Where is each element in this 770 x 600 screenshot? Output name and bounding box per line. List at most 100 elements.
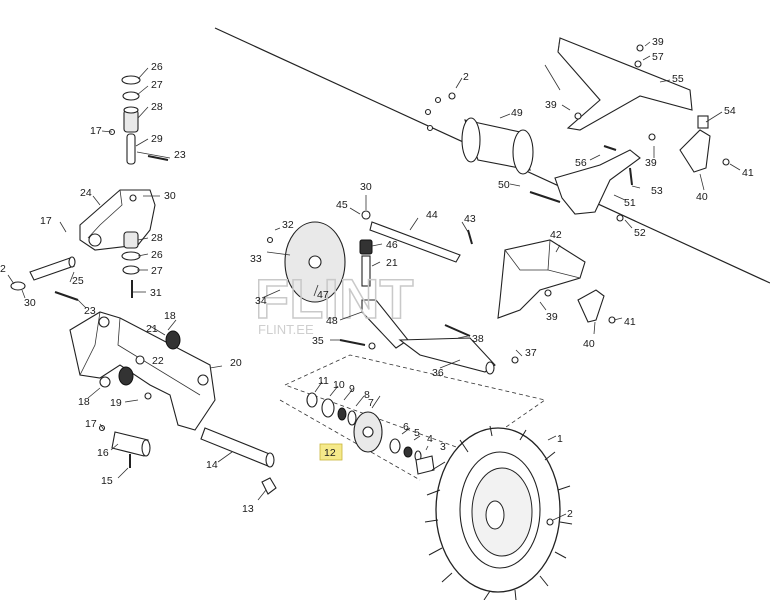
frame-55 [557,37,693,131]
bolt-38 [444,324,471,337]
callout-19: 19 [110,397,122,409]
bearing-6 [389,438,401,454]
pin-43 [467,229,473,245]
nut-35 [368,342,376,350]
callout-labels: 1 2 2 2 3 4 5 6 7 8 9 10 11 12 13 14 15 … [0,36,754,520]
nut-39-center [544,289,552,297]
callout-18-lower: 18 [78,396,90,408]
hub-7-bore [362,426,374,438]
rim-hub [485,500,505,530]
callout-1: 1 [557,433,563,445]
callout-42: 42 [550,229,562,241]
bearing-10 [321,398,335,418]
yoke-24-edge [87,189,123,239]
frame-20 [69,311,216,431]
callout-14: 14 [206,459,218,471]
yoke-24-bore [88,233,102,247]
callout-8: 8 [364,389,370,401]
callout-22: 22 [152,355,164,367]
pin-25 [29,257,75,281]
callout-39-center: 39 [546,311,558,323]
nut-39-right [648,133,656,141]
washer-26-lower [121,251,141,261]
callout-48: 48 [326,315,338,327]
center-disc-assembly [266,210,519,375]
callout-53: 53 [651,185,663,197]
callout-27-lower: 27 [151,265,163,277]
callout-34: 34 [255,295,267,307]
pin-25-end [68,256,76,268]
circlip-9 [337,407,347,421]
callout-49: 49 [511,107,523,119]
clamp-40-top [679,129,711,173]
callout-24: 24 [80,187,92,199]
clamp-40-center [577,289,605,323]
nut-45 [361,210,371,220]
callout-20: 20 [230,357,242,369]
callout-51: 51 [624,197,636,209]
callout-27-upper: 27 [151,79,163,91]
callout-11: 11 [318,375,329,387]
bracket-51 [554,149,641,215]
callout-47: 47 [317,289,329,301]
watermark-sub: FLINT.EE [258,322,314,337]
tube-49-flange-b [512,129,534,175]
wheel-1 [424,425,573,600]
frame-20-edge-b [117,317,201,396]
callout-7: 7 [368,397,374,409]
frame-55-edge [557,37,561,53]
callout-45: 45 [336,199,348,211]
tire-tread [424,425,573,600]
callout-44: 44 [426,209,438,221]
frame-20-edge-a [79,311,101,376]
yoke-24-hole [129,194,137,202]
callout-3: 3 [440,441,446,453]
callout-21-center: 21 [386,257,398,269]
bolt-37 [511,356,519,364]
rod-21-center [361,255,371,287]
callout-57: 57 [652,51,664,63]
callout-56: 56 [575,157,587,169]
callout-12: 12 [324,447,336,459]
callout-2-left: 2 [0,263,6,275]
axle-14-end [265,452,275,468]
callout-2-wheel: 2 [567,508,573,520]
callout-17-upper: 17 [90,125,102,137]
callout-10: 10 [333,379,345,391]
callout-30-left: 30 [24,297,36,309]
callout-32: 32 [282,219,294,231]
bolt-32 [266,236,274,244]
arm-48 [361,299,409,349]
watermark: FLINT FLINT.EE [254,266,414,337]
arm-36-end [485,361,495,375]
bracket-42-edge-b [504,249,548,271]
pin-29 [126,133,136,165]
sleeve-16 [111,431,149,457]
bolt-23-lower [54,291,79,301]
callout-2-top: 2 [463,71,469,83]
callout-55: 55 [672,73,684,85]
callout-15: 15 [101,475,113,487]
callout-46: 46 [386,239,398,251]
bracket-42 [497,239,586,319]
callout-37: 37 [525,347,537,359]
callout-43: 43 [464,213,476,225]
callout-29: 29 [151,133,163,145]
nut-5 [403,446,413,458]
callout-33: 33 [250,253,262,265]
callout-23-upper: 23 [174,149,186,161]
nut-2-top [448,92,456,100]
left-hitch-assembly [10,75,277,495]
washer-8 [347,410,357,426]
clip-54 [697,115,709,129]
bearing-22 [135,355,145,365]
callout-4: 4 [427,433,433,445]
callout-39-right: 39 [645,157,657,169]
seal-11 [306,392,318,408]
frame-20-hole-b [99,376,111,388]
bolt-35 [339,339,366,346]
pin-50 [529,191,561,203]
callout-17-mid: 17 [40,215,52,227]
clip-13 [261,477,277,495]
